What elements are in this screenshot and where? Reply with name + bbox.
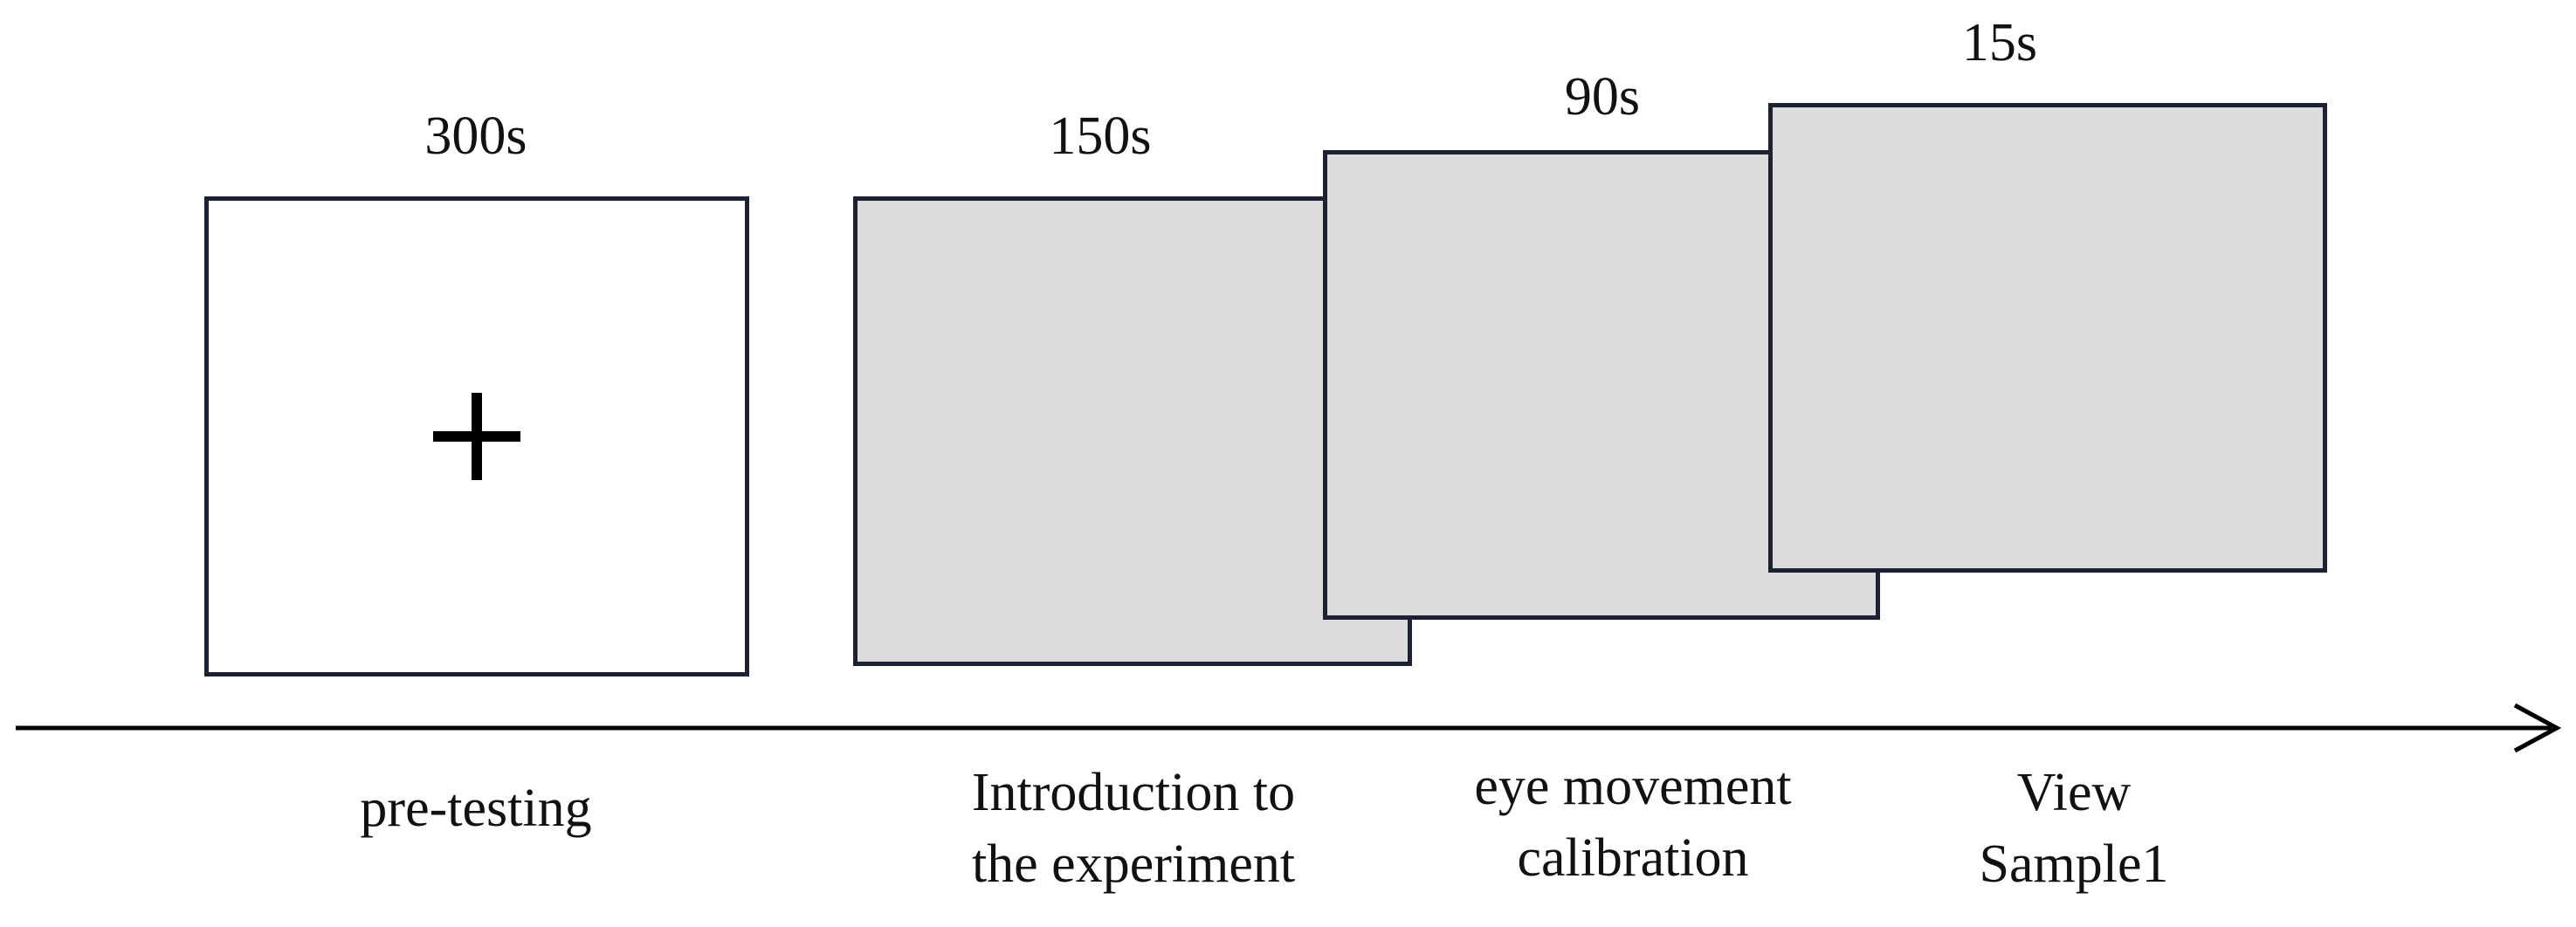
stage-duration: 15s [1961,13,2038,72]
view-sample-screen [1768,103,2327,573]
stage-label-line: calibration [1517,828,1749,888]
stage-label-line: Sample1 [1979,834,2169,894]
stage-label-line: Introduction to [971,763,1296,822]
stage-label-line: the experiment [971,834,1296,894]
stage-label-line: View [2016,763,2132,822]
stage-duration: 150s [1049,106,1152,166]
stage-label-line: eye movement [1474,757,1792,816]
stage-label: pre-testing [360,772,591,844]
pre-testing-screen [204,196,749,676]
plus-icon [433,393,520,480]
stage-duration: 90s [1564,67,1641,127]
arrow-right-icon [2513,703,2562,753]
introduction-screen [853,196,1412,666]
stage-label: eye movement calibration [1474,751,1791,894]
stage-label: View Sample1 [1980,757,2169,900]
stage-duration: 300s [424,106,527,166]
stage-label-line: pre-testing [360,779,592,838]
stage-label: Introduction to the experiment [972,757,1295,900]
